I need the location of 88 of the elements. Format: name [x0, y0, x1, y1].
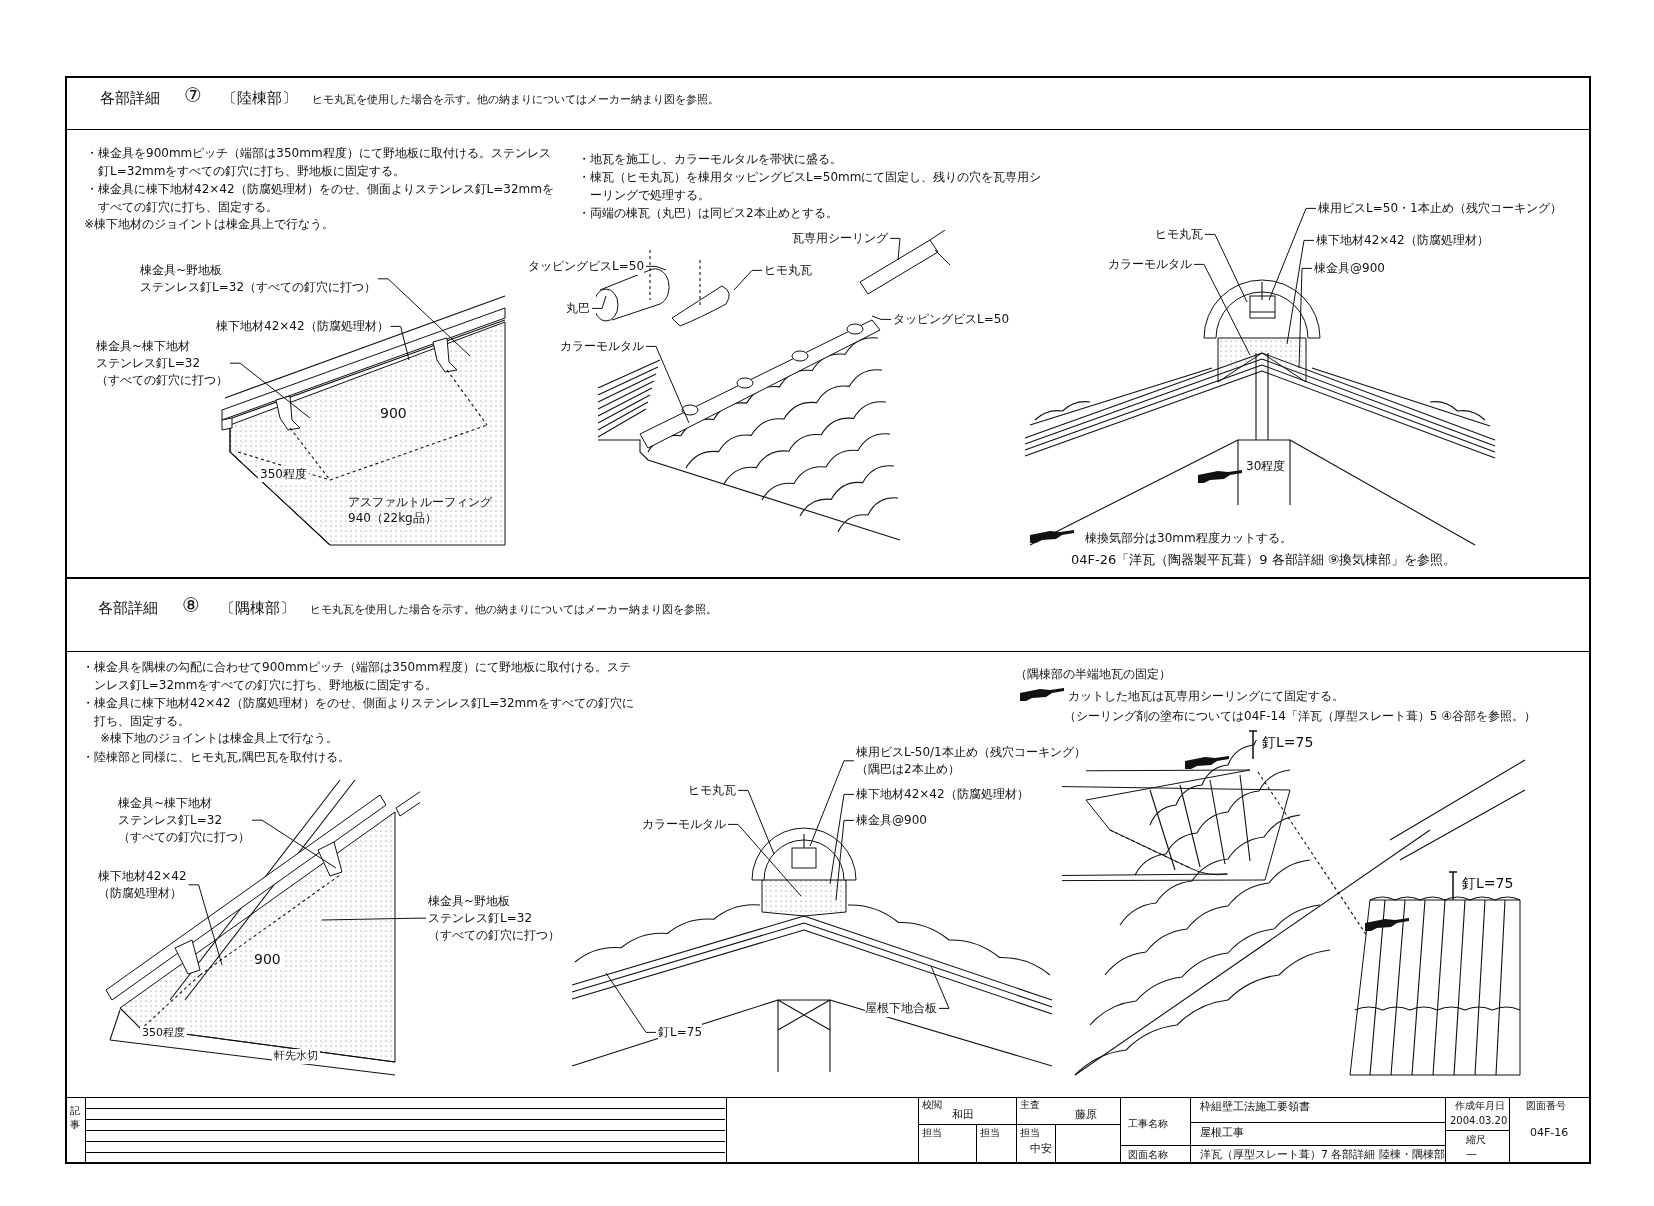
leader-line: [645, 345, 690, 424]
detail-number: ⑧: [182, 592, 200, 619]
note-text: ・棟金具に棟下地材42×42（防腐処理材）をのせ、側面よりステンレス釘L=32mmをすべての釘穴に打ち、固定する。: [82, 695, 635, 730]
leader-line: [930, 965, 950, 1009]
title-block-text: 和田: [952, 1108, 974, 1123]
detail-number: ⑦: [184, 82, 202, 109]
title-block-text: 工事名称: [1128, 1117, 1168, 1131]
note-text: カットした地瓦は瓦専用シーリングにて固定する。: [1068, 688, 1344, 705]
note-text: ・棟金具に棟下地材42×42（防腐処理材）をのせ、側面よりステンレス釘L=32mmをすべての釘穴に打ち、固定する。: [86, 181, 555, 216]
leader-line: [737, 789, 775, 855]
leader-line: [871, 315, 892, 320]
leader-line: [1298, 267, 1313, 369]
callout-label: 釘L=75: [1262, 733, 1314, 752]
title-block-text: 担当: [1020, 1126, 1040, 1140]
leader-line: [1286, 239, 1315, 345]
note-text: ・棟瓦（ヒモ丸瓦）を棟用タッピングビスL=50mmにて固定し、残りの穴を瓦専用シーリングで処理する。: [578, 169, 1043, 204]
callout-label: カラーモルタル: [1108, 256, 1192, 273]
leader-line: [889, 237, 901, 261]
leader-line: [809, 760, 855, 847]
leader-line: [727, 823, 802, 897]
dimension-label: 軒先水切: [272, 1049, 320, 1064]
section-subtitle: 〔隅棟部〕: [220, 598, 295, 619]
note-text: ※棟下地のジョイントは棟金具上で行なう。: [100, 730, 339, 747]
callout-label: タッピングビスL=50: [528, 258, 644, 275]
title-block-text: 縮尺: [1466, 1133, 1486, 1147]
title-block-text: 洋瓦（厚型スレート葺）7 各部詳細 陸棟・隅棟部: [1200, 1148, 1445, 1163]
leader-line: [645, 265, 667, 271]
ridge-section-drawing: [1024, 279, 1496, 546]
note-text: （シーリング剤の塗布については04F-14「洋瓦（厚型スレート葺）5 ④谷部を参照。）: [1064, 708, 1536, 725]
section-heading: 各部詳細: [98, 598, 158, 619]
note-text: ・棟金具を900mmピッチ（端部は350mm程度）にて野地板に取付ける。ステンレス釘L=32mmをすべての釘穴に打ち、野地板に固定する。: [86, 145, 552, 180]
callout-label: タッピングビスL=50: [893, 311, 1009, 328]
dimension-label: 900: [252, 950, 283, 969]
leader-line: [229, 362, 311, 419]
callout-label: 棟金具@900: [1314, 260, 1385, 277]
leader-line: [390, 325, 410, 361]
title-block-text: 藤原: [1075, 1108, 1097, 1123]
callout-label: 棟用ビスL-50/1本止め（残穴コーキング） （隅巴は2本止め）: [856, 744, 1086, 778]
callout-label: 棟下地材42×42 （防腐処理材）: [98, 868, 187, 902]
dimension-label: 350程度: [258, 466, 309, 483]
note-text: ※棟下地材のジョイントは棟金具上で行なう。: [84, 216, 335, 233]
dimension-label: 30程度: [1244, 458, 1288, 475]
title-block-text: 担当: [980, 1126, 1000, 1140]
callout-label: 棟金具@900: [856, 812, 927, 829]
note-text: 棟換気部分は30mm程度カットする。: [1085, 530, 1292, 547]
title-block-text: 校閲: [922, 1098, 942, 1112]
section-heading: 各部詳細: [100, 88, 160, 109]
title-block-text: 作成年月日: [1455, 1099, 1505, 1113]
leader-line: [605, 972, 657, 1033]
note-text: ・両端の棟瓦（丸巴）は同ビス2本止めとする。: [578, 205, 838, 222]
leader-line: [377, 278, 471, 357]
dimension-label: 900: [378, 404, 409, 423]
title-block-text: 屋根工事: [1200, 1126, 1244, 1141]
note-text: アスファルトルーフィング940（22kg品）: [348, 494, 493, 527]
leader-line: [835, 819, 855, 901]
title-block-text: 担当: [922, 1126, 942, 1140]
note-text: ・地瓦を施工し、カラーモルタルを帯状に盛る。: [578, 151, 843, 168]
leader-line: [321, 917, 427, 921]
leader-line: [1268, 207, 1317, 301]
callout-label: 丸巴: [566, 300, 590, 317]
leader-line: [1204, 233, 1248, 303]
note-text: ・棟金具を隅棟の勾配に合わせて900mmピッチ（端部は350mm程度）にて野地板に取付ける。ステンレス釘L=32mmをすべての釘穴に打ち、野地板に固定する。: [82, 659, 632, 694]
title-block-text: 主査: [1020, 1098, 1040, 1112]
note-text: ヒモ丸瓦を使用した場合を示す。他の納まりについてはメーカー納まり図を参照。: [310, 603, 717, 618]
callout-label: ヒモ丸瓦: [1155, 226, 1203, 243]
title-block-text: 04F-16: [1530, 1126, 1569, 1141]
callout-label: カラーモルタル: [642, 816, 726, 833]
title-block-text: 枠組壁工法施工要領書: [1200, 1100, 1310, 1115]
leader-line: [733, 269, 763, 291]
title-block-text: 図面名称: [1128, 1148, 1168, 1162]
leader-line: [1193, 263, 1251, 356]
leader-line: [591, 295, 607, 309]
callout-label: カラーモルタル: [560, 338, 644, 355]
note-text: （隅棟部の半端地瓦の固定）: [1015, 666, 1171, 683]
section-subtitle: 〔陸棟部〕: [222, 88, 297, 109]
leader-line: [829, 793, 855, 885]
title-block-text: 記事: [70, 1104, 80, 1131]
note-text: 04F-26「洋瓦（陶器製平瓦葺）9 各部詳細 ⑨換気棟部」を参照。: [1071, 551, 1457, 569]
callout-label: 釘L=75: [1462, 874, 1514, 893]
dimension-label: 350程度: [140, 1026, 187, 1041]
title-block-text: 2004.03.20: [1450, 1114, 1508, 1128]
note-text: ・陸棟部と同様に、ヒモ丸瓦,隅巴瓦を取付ける。: [82, 749, 350, 766]
title-block-text: —: [1466, 1147, 1477, 1162]
title-block-text: 中安: [1030, 1142, 1052, 1157]
title-block-text: 図面番号: [1526, 1099, 1566, 1113]
leader-line: [188, 884, 223, 966]
note-text: ヒモ丸瓦を使用した場合を示す。他の納まりについてはメーカー納まり図を参照。: [312, 93, 719, 108]
callout-label: ヒモ丸瓦: [688, 782, 736, 799]
